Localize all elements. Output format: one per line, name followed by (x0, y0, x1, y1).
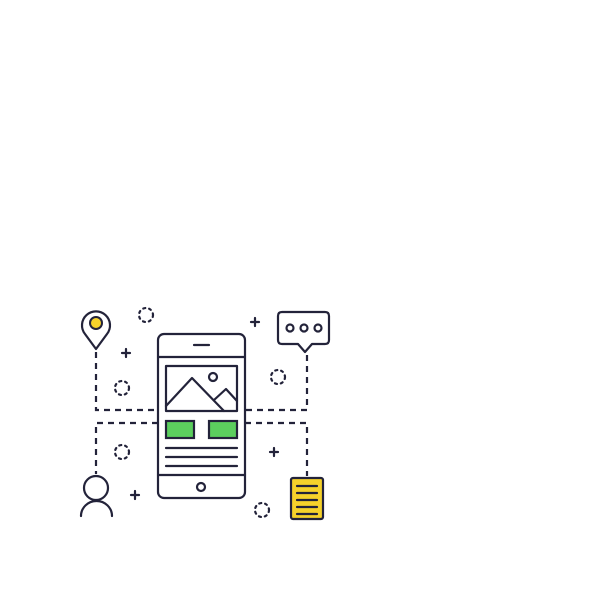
document-icon (289, 476, 325, 521)
user-icon (79, 474, 114, 518)
home-button-icon (195, 481, 207, 493)
dotted-circle-decorations (113, 306, 287, 519)
image-placeholder-icon (164, 364, 239, 413)
location-pin-icon (80, 310, 112, 351)
plus-decorations (120, 316, 280, 501)
chat-bubble-icon (276, 310, 331, 354)
connector-lines (94, 352, 309, 476)
green-button-left (164, 419, 196, 440)
green-button-right (207, 419, 239, 440)
smartphone-icon (156, 332, 247, 500)
